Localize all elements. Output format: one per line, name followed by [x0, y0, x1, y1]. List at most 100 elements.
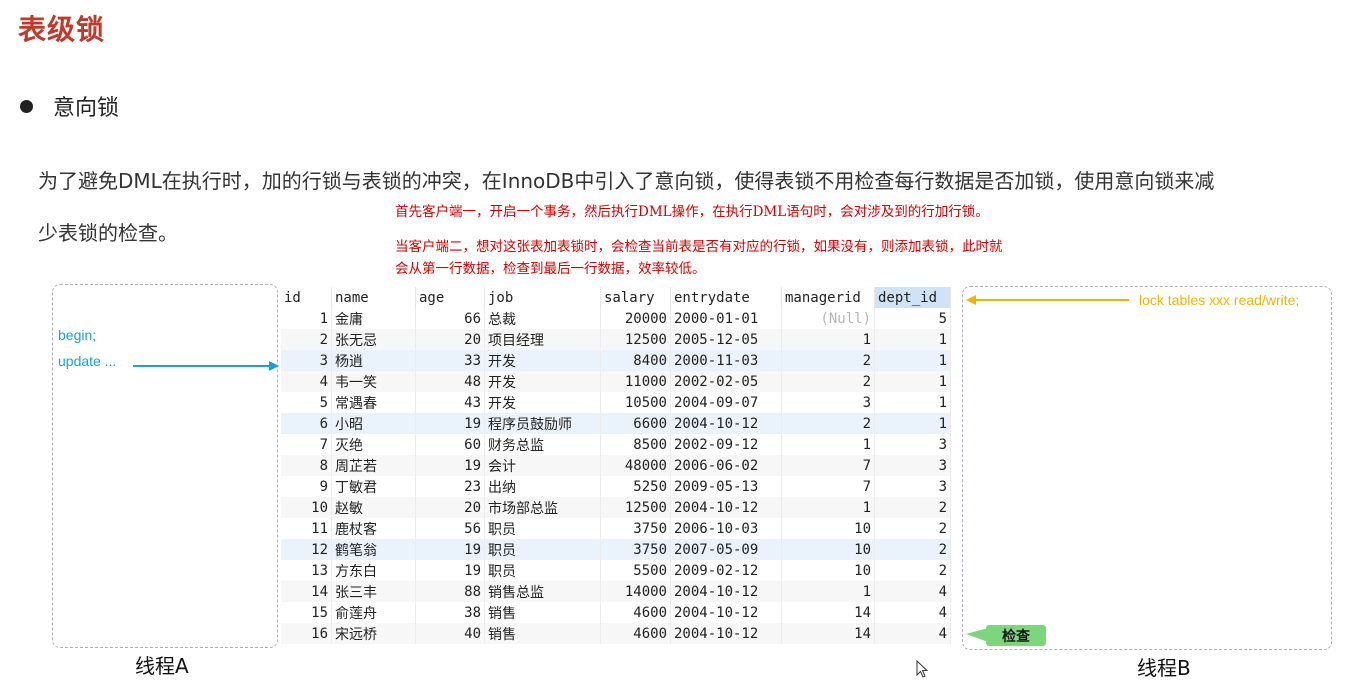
table-cell-entrydate[interactable]: 2004-10-12: [670, 623, 782, 644]
table-cell-entrydate[interactable]: 2009-05-13: [670, 476, 782, 497]
table-cell-dept-id[interactable]: 4: [874, 602, 951, 623]
column-header-job[interactable]: job: [484, 287, 601, 308]
table-cell-salary[interactable]: 10500: [600, 392, 671, 413]
table-cell-job[interactable]: 程序员鼓励师: [484, 413, 601, 434]
table-cell-entrydate[interactable]: 2006-10-03: [670, 518, 782, 539]
table-cell-age[interactable]: 33: [415, 350, 485, 371]
table-cell-name[interactable]: 灭绝: [331, 434, 416, 455]
table-cell-name[interactable]: 张无忌: [331, 329, 416, 350]
table-cell-entrydate[interactable]: 2006-06-02: [670, 455, 782, 476]
table-cell-name[interactable]: 周芷若: [331, 455, 416, 476]
table-cell-name[interactable]: 鹿杖客: [331, 518, 416, 539]
table-cell-managerid[interactable]: 14: [781, 623, 875, 644]
table-cell-entrydate[interactable]: 2002-02-05: [670, 371, 782, 392]
column-header-age[interactable]: age: [415, 287, 485, 308]
table-cell-dept-id[interactable]: 1: [874, 392, 951, 413]
table-cell-salary[interactable]: 5500: [600, 560, 671, 581]
table-cell-id[interactable]: 5: [281, 392, 332, 413]
table-cell-entrydate[interactable]: 2004-09-07: [670, 392, 782, 413]
table-cell-entrydate[interactable]: 2000-01-01: [670, 308, 782, 329]
table-cell-age[interactable]: 60: [415, 434, 485, 455]
table-cell-dept-id[interactable]: 1: [874, 329, 951, 350]
table-cell-id[interactable]: 2: [281, 329, 332, 350]
table-cell-dept-id[interactable]: 2: [874, 560, 951, 581]
table-cell-id[interactable]: 13: [281, 560, 332, 581]
table-cell-age[interactable]: 19: [415, 560, 485, 581]
column-header-id[interactable]: id: [281, 287, 332, 308]
column-header-entrydate[interactable]: entrydate: [670, 287, 782, 308]
table-cell-id[interactable]: 7: [281, 434, 332, 455]
table-cell-managerid[interactable]: 1: [781, 581, 875, 602]
table-cell-job[interactable]: 职员: [484, 560, 601, 581]
table-cell-dept-id[interactable]: 2: [874, 497, 951, 518]
table-cell-entrydate[interactable]: 2004-10-12: [670, 413, 782, 434]
table-cell-age[interactable]: 19: [415, 413, 485, 434]
table-cell-age[interactable]: 88: [415, 581, 485, 602]
table-cell-job[interactable]: 市场部总监: [484, 497, 601, 518]
table-cell-age[interactable]: 56: [415, 518, 485, 539]
table-cell-entrydate[interactable]: 2005-12-05: [670, 329, 782, 350]
table-cell-id[interactable]: 14: [281, 581, 332, 602]
table-cell-managerid[interactable]: 7: [781, 455, 875, 476]
table-cell-entrydate[interactable]: 2004-10-12: [670, 581, 782, 602]
table-cell-name[interactable]: 方东白: [331, 560, 416, 581]
table-cell-id[interactable]: 6: [281, 413, 332, 434]
table-cell-job[interactable]: 职员: [484, 518, 601, 539]
table-cell-dept-id[interactable]: 2: [874, 539, 951, 560]
table-cell-managerid[interactable]: 2: [781, 350, 875, 371]
table-cell-dept-id[interactable]: 1: [874, 350, 951, 371]
column-header-managerid[interactable]: managerid: [781, 287, 875, 308]
table-cell-job[interactable]: 职员: [484, 539, 601, 560]
table-cell-age[interactable]: 19: [415, 455, 485, 476]
table-cell-salary[interactable]: 3750: [600, 518, 671, 539]
table-cell-managerid[interactable]: 10: [781, 518, 875, 539]
table-cell-managerid[interactable]: 14: [781, 602, 875, 623]
table-cell-managerid[interactable]: 10: [781, 560, 875, 581]
table-cell-id[interactable]: 15: [281, 602, 332, 623]
table-cell-entrydate[interactable]: 2007-05-09: [670, 539, 782, 560]
table-cell-name[interactable]: 俞莲舟: [331, 602, 416, 623]
table-cell-managerid[interactable]: 1: [781, 497, 875, 518]
table-cell-dept-id[interactable]: 3: [874, 476, 951, 497]
table-cell-job[interactable]: 开发: [484, 392, 601, 413]
table-cell-job[interactable]: 项目经理: [484, 329, 601, 350]
table-cell-name[interactable]: 赵敏: [331, 497, 416, 518]
table-cell-dept-id[interactable]: 5: [874, 308, 951, 329]
table-cell-name[interactable]: 常遇春: [331, 392, 416, 413]
table-cell-salary[interactable]: 5250: [600, 476, 671, 497]
column-header-dept-id[interactable]: dept_id: [874, 287, 951, 308]
table-cell-managerid[interactable]: (Null): [781, 308, 875, 329]
table-cell-dept-id[interactable]: 3: [874, 434, 951, 455]
table-cell-id[interactable]: 9: [281, 476, 332, 497]
table-cell-name[interactable]: 韦一笑: [331, 371, 416, 392]
table-cell-dept-id[interactable]: 4: [874, 581, 951, 602]
table-cell-id[interactable]: 12: [281, 539, 332, 560]
table-cell-age[interactable]: 40: [415, 623, 485, 644]
table-cell-job[interactable]: 开发: [484, 371, 601, 392]
table-cell-name[interactable]: 宋远桥: [331, 623, 416, 644]
table-cell-dept-id[interactable]: 1: [874, 413, 951, 434]
table-cell-id[interactable]: 4: [281, 371, 332, 392]
table-cell-salary[interactable]: 11000: [600, 371, 671, 392]
table-cell-dept-id[interactable]: 4: [874, 623, 951, 644]
table-cell-name[interactable]: 杨逍: [331, 350, 416, 371]
table-cell-name[interactable]: 金庸: [331, 308, 416, 329]
table-cell-job[interactable]: 开发: [484, 350, 601, 371]
table-cell-salary[interactable]: 20000: [600, 308, 671, 329]
table-cell-name[interactable]: 鹤笔翁: [331, 539, 416, 560]
table-cell-salary[interactable]: 48000: [600, 455, 671, 476]
table-cell-id[interactable]: 3: [281, 350, 332, 371]
table-cell-salary[interactable]: 8400: [600, 350, 671, 371]
table-cell-salary[interactable]: 8500: [600, 434, 671, 455]
table-cell-entrydate[interactable]: 2000-11-03: [670, 350, 782, 371]
table-cell-salary[interactable]: 6600: [600, 413, 671, 434]
table-cell-entrydate[interactable]: 2004-10-12: [670, 602, 782, 623]
